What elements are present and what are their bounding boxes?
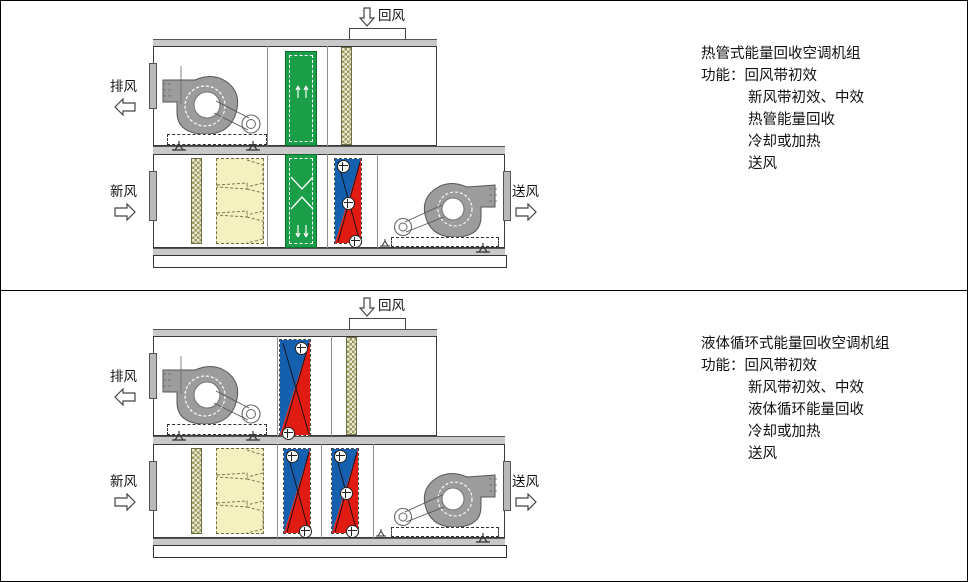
function-row: 功能：回风带初效 <box>701 355 890 377</box>
fresh-air-bag-filter <box>216 448 264 534</box>
coil-connection-node <box>295 342 308 355</box>
partition <box>277 336 278 436</box>
partition <box>267 154 268 248</box>
fresh-air-port <box>149 461 157 511</box>
vibration-isolator <box>476 243 490 253</box>
supply-air-port <box>503 171 511 221</box>
function-item-1: 新风带初效、中效 <box>748 90 864 107</box>
label-fresh-air: 新风 <box>110 184 137 200</box>
unit-base-channel <box>153 545 507 558</box>
coil-connection-node <box>299 525 312 538</box>
return-air-pre-filter <box>346 337 357 435</box>
fan-base-rail <box>391 527 499 537</box>
arrow-left-icon <box>114 388 136 406</box>
exhaust-air-port <box>149 63 157 109</box>
label-supply-air: 送风 <box>512 474 539 490</box>
function-item-0: 回风带初效 <box>744 358 818 375</box>
partition <box>327 46 328 146</box>
function-item-1: 新风带初效、中效 <box>748 380 864 397</box>
partition <box>321 444 322 538</box>
function-item-3: 冷却或加热 <box>748 424 821 441</box>
coil-connection-node <box>334 450 347 463</box>
function-row: 功能：回风带初效 <box>701 65 864 87</box>
heat-pipe-outline <box>289 55 313 142</box>
coil-connection-node <box>340 487 353 500</box>
vibration-isolator <box>246 431 260 441</box>
exhaust-air-port <box>149 353 157 399</box>
label-exhaust-air: 排风 <box>110 369 137 385</box>
partition <box>331 336 332 436</box>
heat-pipe-outline <box>289 158 313 244</box>
coil-connection-node <box>342 197 355 210</box>
fresh-air-port <box>149 171 157 221</box>
exhaust-recovery-coil <box>279 339 311 436</box>
description-liquid-loop-unit: 液体循环式能量回收空调机组 功能：回风带初效 新风带初效、中效 液体循环能量回收… <box>701 333 890 465</box>
coil-connection-node <box>337 160 350 173</box>
panel-heat-pipe-unit: 热管式能量回收空调机组 功能：回风带初效 新风带初效、中效 热管能量回收 冷却或… <box>1 1 968 291</box>
label-exhaust-air: 排风 <box>110 79 137 95</box>
coil-connection-node <box>282 427 295 440</box>
fan-base-rail <box>167 134 267 145</box>
fresh-air-pre-filter <box>191 448 202 534</box>
vibration-isolator <box>172 431 186 441</box>
function-item-4: 送风 <box>748 446 777 463</box>
partition <box>267 46 268 146</box>
function-item-4: 送风 <box>748 156 777 173</box>
function-item-2: 热管能量回收 <box>748 112 835 129</box>
partition <box>277 444 278 538</box>
function-item-3: 冷却或加热 <box>748 134 821 151</box>
label-supply-air: 送风 <box>512 184 539 200</box>
panel-liquid-loop-unit: 液体循环式能量回收空调机组 功能：回风带初效 新风带初效、中效 液体循环能量回收… <box>1 291 968 581</box>
return-air-pre-filter <box>341 47 352 145</box>
function-label: 功能： <box>701 68 745 85</box>
vibration-isolator <box>376 529 386 537</box>
partition <box>327 154 328 248</box>
vibration-isolator <box>476 533 490 543</box>
partition <box>377 154 378 248</box>
function-label: 功能： <box>701 358 745 375</box>
exhaust-fan <box>161 346 269 442</box>
arrow-down-icon <box>358 7 376 27</box>
heat-pipe-supply-side <box>285 154 317 248</box>
arrow-left-icon <box>114 98 136 116</box>
exhaust-fan <box>161 56 269 152</box>
supply-recovery-coil <box>283 448 311 534</box>
supply-fan <box>389 469 499 543</box>
heat-pipe-exhaust-side <box>285 51 317 146</box>
fan-base-rail <box>391 237 499 247</box>
arrow-down-icon <box>358 297 376 317</box>
vibration-isolator <box>246 141 260 151</box>
unit-base-channel <box>153 255 507 268</box>
fan-base-rail <box>167 424 267 435</box>
arrow-right-icon <box>515 203 537 221</box>
arrow-right-icon <box>515 493 537 511</box>
coil-connection-node <box>346 525 359 538</box>
arrow-right-icon <box>114 493 136 511</box>
coil-connection-node <box>349 235 362 248</box>
unit-title: 液体循环式能量回收空调机组 <box>701 336 890 352</box>
supply-fan <box>389 179 499 253</box>
supply-air-port <box>503 461 511 511</box>
fresh-air-bag-filter <box>216 158 264 244</box>
function-item-2: 液体循环能量回收 <box>748 402 864 419</box>
unit-title: 热管式能量回收空调机组 <box>701 46 861 62</box>
vibration-isolator <box>380 239 390 247</box>
label-return-air: 回风 <box>378 298 405 314</box>
label-return-air: 回风 <box>378 8 405 24</box>
vibration-isolator <box>172 141 186 151</box>
description-heat-pipe-unit: 热管式能量回收空调机组 功能：回风带初效 新风带初效、中效 热管能量回收 冷却或… <box>701 43 864 175</box>
fresh-air-pre-filter <box>191 158 202 244</box>
label-fresh-air: 新风 <box>110 474 137 490</box>
function-item-0: 回风带初效 <box>744 68 818 85</box>
partition <box>373 444 374 538</box>
arrow-right-icon <box>114 203 136 221</box>
coil-connection-node <box>286 450 299 463</box>
